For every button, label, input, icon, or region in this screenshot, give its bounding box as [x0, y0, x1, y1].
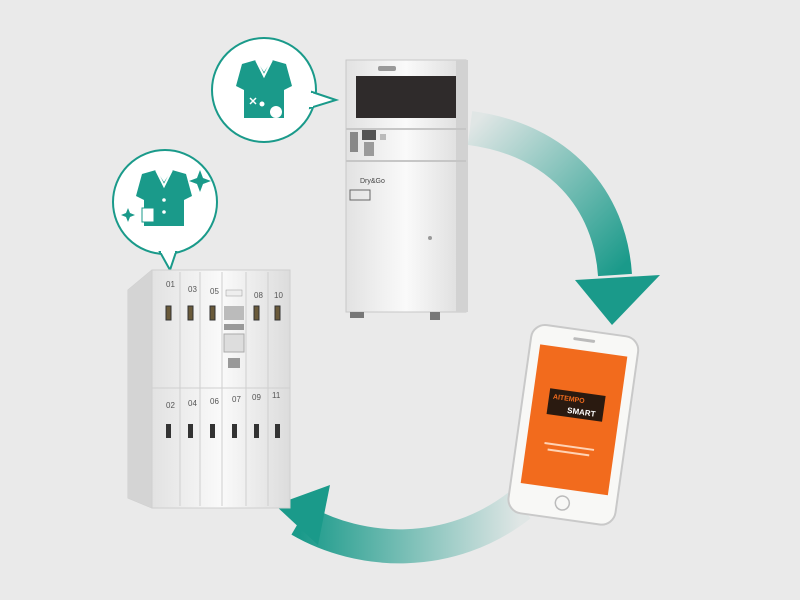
locker-number: 05 — [210, 287, 219, 296]
cycle-arrow-icon — [275, 485, 531, 564]
clean-shirt-icon — [121, 169, 211, 226]
smartphone: AITEMPO SMART — [507, 324, 640, 526]
dirty-shirt-bubble — [211, 37, 340, 143]
locker-bank: 01 03 05 08 10 02 04 06 07 09 11 — [127, 269, 291, 509]
display-window — [356, 76, 456, 118]
dirty-shirt-icon — [236, 59, 292, 118]
locker-number: 04 — [188, 399, 197, 408]
dry-cleaning-machine: Dry&Go — [345, 59, 468, 320]
locker-number: 06 — [210, 397, 219, 406]
locker-number: 02 — [166, 401, 175, 410]
phone-screen — [520, 344, 628, 496]
locker-number: 08 — [254, 291, 263, 300]
cycle-arrow-icon — [467, 111, 660, 325]
locker-number: 03 — [188, 285, 197, 294]
locker-number: 11 — [272, 391, 281, 400]
locker-number: 07 — [232, 395, 241, 404]
clean-shirt-bubble — [112, 149, 218, 273]
locker-number: 09 — [252, 393, 261, 402]
app-logo-line1: AITEMPO — [552, 394, 585, 405]
locker-number: 01 — [166, 280, 175, 289]
machine-logo: Dry&Go — [360, 178, 385, 185]
locker-number: 10 — [274, 291, 283, 300]
app-logo — [546, 388, 606, 422]
app-logo-line2: SMART — [567, 406, 597, 419]
